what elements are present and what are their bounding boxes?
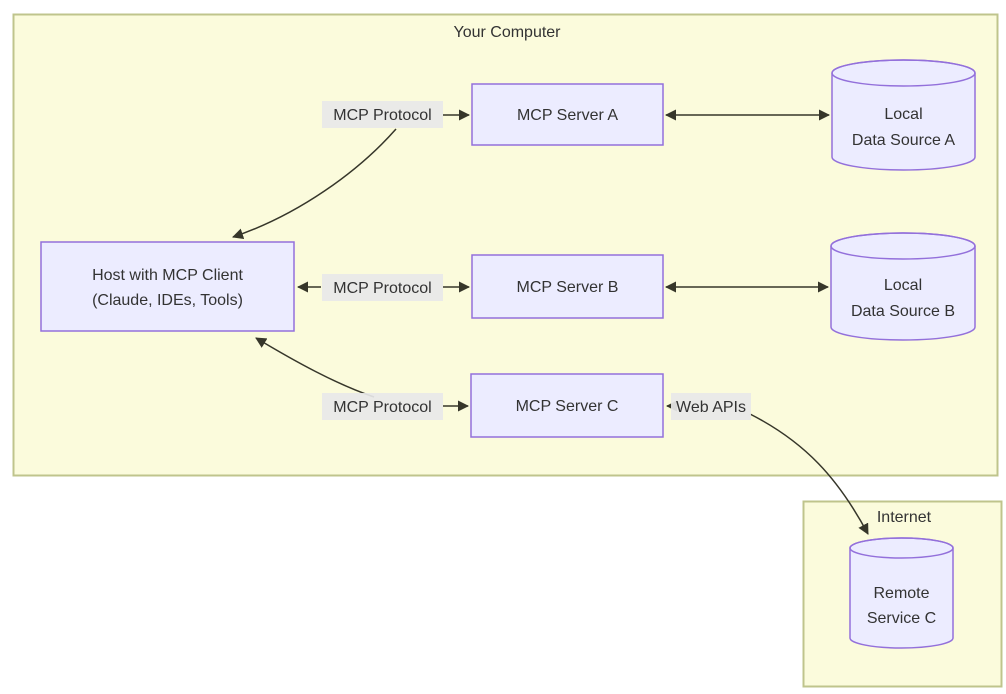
data-a-label-line1: Local xyxy=(884,106,922,123)
remote-c-label-line2: Service C xyxy=(867,610,936,627)
node-mcp-server-a: MCP Server A xyxy=(471,83,664,146)
edge-webapis-to-remoteC xyxy=(749,413,869,535)
server-b-label: MCP Server B xyxy=(517,279,619,296)
node-local-data-source-b: Local Data Source B xyxy=(830,232,976,341)
data-b-label-line1: Local xyxy=(884,277,922,294)
server-a-box xyxy=(471,83,664,146)
edge-labels: MCP Protocol MCP Protocol MCP Protocol W… xyxy=(322,101,751,420)
edges xyxy=(232,109,869,535)
server-c-label: MCP Server C xyxy=(516,398,619,415)
remote-c-cylinder-rim xyxy=(849,537,954,559)
your-computer-title: Your Computer xyxy=(453,24,561,41)
edge-label-bg xyxy=(322,274,443,301)
edge-label-bg xyxy=(322,393,443,420)
data-a-label-line2: Data Source A xyxy=(852,132,956,149)
data-b-label-line2: Data Source B xyxy=(851,303,955,320)
data-a-cylinder-rim xyxy=(831,59,976,87)
edge-label-bg xyxy=(671,393,751,420)
node-host: Host with MCP Client (Claude, IDEs, Tool… xyxy=(40,241,295,332)
node-local-data-source-a: Local Data Source A xyxy=(831,59,976,171)
edge-label-web-apis: Web APIs xyxy=(671,393,751,420)
edge-label-text: MCP Protocol xyxy=(333,107,431,124)
internet-title: Internet xyxy=(877,509,932,526)
host-label-line1: Host with MCP Client xyxy=(92,267,243,284)
edge-protocolA-to-host xyxy=(232,128,397,240)
edge-label-text: MCP Protocol xyxy=(333,280,431,297)
server-a-label: MCP Server A xyxy=(517,107,618,124)
server-b-box xyxy=(471,254,664,319)
server-c-box xyxy=(470,373,664,438)
host-box xyxy=(40,241,295,332)
edge-label-protocol-b: MCP Protocol xyxy=(322,274,443,301)
node-remote-service-c: Remote Service C xyxy=(849,537,954,649)
edge-label-text: Web APIs xyxy=(676,399,746,416)
data-b-cylinder-rim xyxy=(830,232,976,260)
edge-label-protocol-c: MCP Protocol xyxy=(322,393,443,420)
node-mcp-server-b: MCP Server B xyxy=(471,254,664,319)
host-label-line2: (Claude, IDEs, Tools) xyxy=(92,292,243,309)
edge-label-text: MCP Protocol xyxy=(333,399,431,416)
edge-protocolC-to-host xyxy=(255,337,375,398)
edge-label-bg xyxy=(322,101,443,128)
cluster-internet: Internet xyxy=(802,500,1003,688)
internet-boundary xyxy=(802,500,1003,688)
remote-c-label-line1: Remote xyxy=(873,585,929,602)
edge-label-protocol-a: MCP Protocol xyxy=(322,101,443,128)
node-mcp-server-c: MCP Server C xyxy=(470,373,664,438)
